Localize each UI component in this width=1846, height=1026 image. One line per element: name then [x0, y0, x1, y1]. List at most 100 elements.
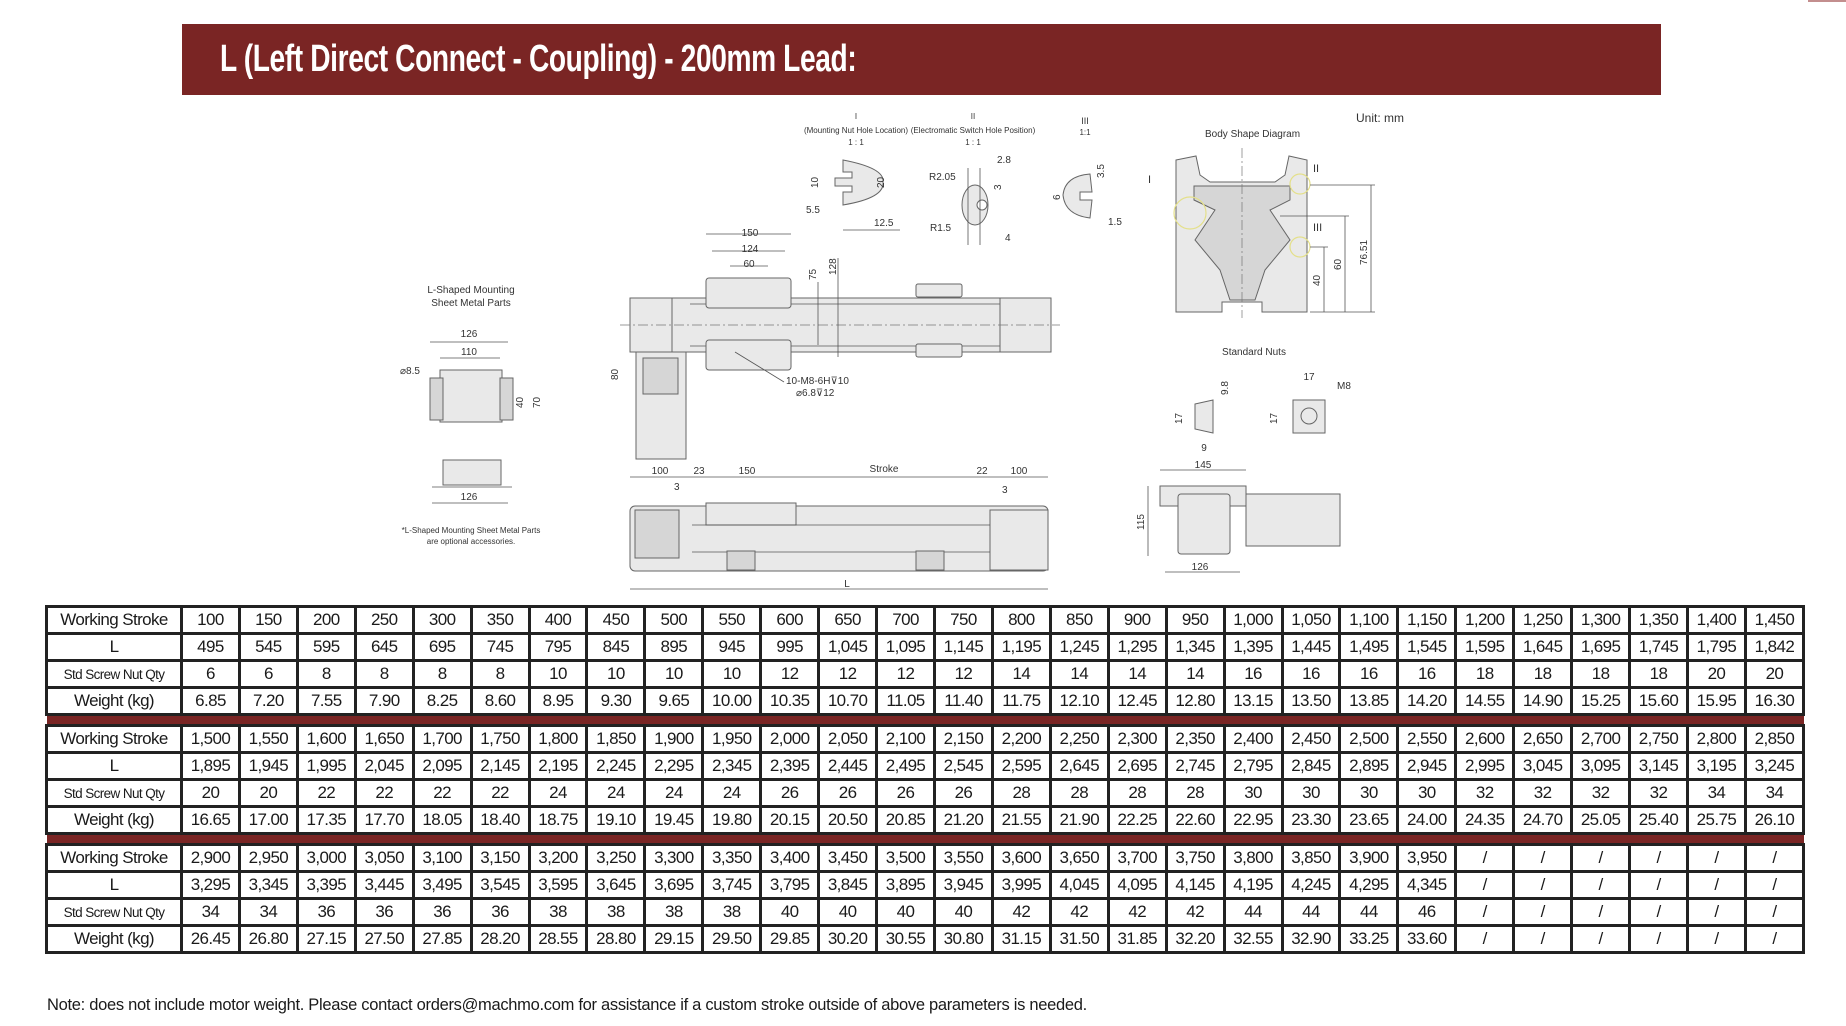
table-cell-length-l: 2,745: [1164, 751, 1226, 781]
table-cell-std-screw-nut-qty: 30: [1280, 778, 1342, 808]
side-view-dim-3-left: 3: [674, 482, 680, 493]
table-cell-weight-kg: 17.00: [237, 805, 299, 835]
top-view-dim-80: 80: [610, 368, 621, 380]
table-cell-weight-kg: 8.60: [469, 686, 531, 716]
l-bracket-hole-dim: ⌀8.5: [400, 366, 420, 377]
table-cell-std-screw-nut-qty: 36: [469, 897, 531, 927]
table-cell-std-screw-nut-qty: 8: [295, 659, 357, 689]
table-cell-length-l: 3,345: [237, 870, 299, 900]
table-cell-length-l: 595: [295, 632, 357, 662]
table-cell-length-l: 2,695: [1106, 751, 1168, 781]
table-cell-working-stroke: 2,350: [1164, 724, 1226, 754]
table-cell-weight-kg: 28.80: [585, 924, 647, 954]
table-cell-working-stroke: 3,650: [1048, 843, 1110, 873]
table-cell-weight-kg: 13.15: [1222, 686, 1284, 716]
table-cell-weight-kg: 17.70: [353, 805, 415, 835]
table-cell-weight-kg: 27.50: [353, 924, 415, 954]
block-separator: [46, 832, 1804, 846]
table-cell-length-l: 2,395: [759, 751, 821, 781]
table-cell-weight-kg: 24.00: [1396, 805, 1458, 835]
table-cell-weight-kg: 28.20: [469, 924, 531, 954]
table-cell-working-stroke: 2,500: [1338, 724, 1400, 754]
table-cell-std-screw-nut-qty: 38: [701, 897, 763, 927]
table-cell-weight-kg: 14.20: [1396, 686, 1458, 716]
table-cell-working-stroke: 3,050: [353, 843, 415, 873]
table-cell-weight-kg: 7.90: [353, 686, 415, 716]
table-cell-std-screw-nut-qty: 16: [1280, 659, 1342, 689]
table-cell-length-l: 895: [643, 632, 705, 662]
title-banner: L (Left Direct Connect - Coupling) - 200…: [182, 24, 1661, 95]
table-cell-weight-kg: 18.05: [411, 805, 473, 835]
table-cell-weight-kg: 7.20: [237, 686, 299, 716]
side-view-drawing: 100 23 150 Stroke 22 100 3 3 L: [629, 464, 1049, 590]
detail-i-dim-5-5: 5.5: [806, 205, 820, 216]
body-callout-ii: II: [1313, 163, 1319, 175]
table-cell-working-stroke: 1,250: [1512, 605, 1574, 635]
table-cell-length-l: 1,195: [990, 632, 1052, 662]
row-header: L: [45, 751, 183, 781]
l-bracket-dim-126-bottom: 126: [461, 492, 478, 503]
table-cell-weight-kg: 19.10: [585, 805, 647, 835]
table-cell-length-l: 1,345: [1164, 632, 1226, 662]
table-cell-std-screw-nut-qty: 10: [643, 659, 705, 689]
table-cell-working-stroke: 3,250: [585, 843, 647, 873]
table-cell-length-l: /: [1512, 870, 1574, 900]
table-cell-working-stroke: /: [1628, 843, 1689, 873]
table-cell-weight-kg: 19.45: [643, 805, 705, 835]
detail-i-dim-20: 20: [876, 176, 887, 188]
detail-ii-dim-r2-05: R2.05: [929, 172, 956, 183]
table-cell-weight-kg: 16.65: [180, 805, 241, 835]
table-cell-std-screw-nut-qty: 18: [1512, 659, 1574, 689]
table-cell-length-l: 3,695: [643, 870, 705, 900]
table-cell-weight-kg: 11.05: [875, 686, 936, 716]
table-cell-std-screw-nut-qty: 14: [1164, 659, 1226, 689]
table-cell-working-stroke: 3,350: [701, 843, 763, 873]
table-cell-weight-kg: 32.20: [1164, 924, 1226, 954]
table-cell-length-l: /: [1743, 870, 1806, 900]
table-cell-length-l: /: [1685, 870, 1747, 900]
table-cell-std-screw-nut-qty: 24: [643, 778, 705, 808]
table-cell-weight-kg: 26.45: [180, 924, 241, 954]
table-cell-std-screw-nut-qty: 38: [643, 897, 705, 927]
table-cell-working-stroke: 2,450: [1280, 724, 1342, 754]
table-cell-length-l: 3,145: [1628, 751, 1689, 781]
table-cell-working-stroke: 1,600: [295, 724, 357, 754]
table-cell-length-l: 1,445: [1280, 632, 1342, 662]
table-cell-std-screw-nut-qty: 42: [1106, 897, 1168, 927]
table-cell-working-stroke: 1,100: [1338, 605, 1400, 635]
table-cell-std-screw-nut-qty: 12: [817, 659, 879, 689]
detail-ii-dim-2-8: 2.8: [997, 155, 1011, 166]
table-cell-length-l: 4,195: [1222, 870, 1284, 900]
detail-i-label: I: [855, 112, 857, 121]
table-cell-std-screw-nut-qty: 20: [180, 778, 241, 808]
table-cell-std-screw-nut-qty: 40: [759, 897, 821, 927]
top-view-dim-124: 124: [742, 244, 759, 255]
standard-nuts-drawing: Standard Nuts 17 9.8 9 17 M8 17: [1174, 347, 1351, 454]
table-cell-std-screw-nut-qty: 24: [527, 778, 589, 808]
side-view-dim-23: 23: [693, 466, 705, 477]
table-cell-working-stroke: 3,100: [411, 843, 473, 873]
table-cell-weight-kg: 17.35: [295, 805, 357, 835]
table-cell-weight-kg: 11.75: [990, 686, 1052, 716]
detail-i-scale: 1 : 1: [848, 138, 864, 147]
nut-dim-17-top: 17: [1303, 372, 1315, 383]
table-cell-length-l: 3,595: [527, 870, 589, 900]
table-cell-weight-kg: 8.25: [411, 686, 473, 716]
table-cell-working-stroke: 650: [817, 605, 879, 635]
nut-dim-m8: M8: [1337, 381, 1351, 392]
table-cell-std-screw-nut-qty: 38: [527, 897, 589, 927]
table-cell-weight-kg: 21.20: [932, 805, 994, 835]
l-bracket-dim-110: 110: [461, 347, 477, 358]
table-cell-weight-kg: 20.15: [759, 805, 821, 835]
technical-drawing: Unit: mm Body Shape Diagram 76.51 60 40 …: [400, 111, 1404, 590]
table-cell-length-l: 645: [353, 632, 415, 662]
detail-iii-dim-1-5: 1.5: [1108, 217, 1122, 228]
table-cell-length-l: 3,245: [1743, 751, 1806, 781]
table-cell-working-stroke: 500: [643, 605, 705, 635]
table-cell-std-screw-nut-qty: 12: [759, 659, 821, 689]
corner-accent-line: [1808, 0, 1846, 2]
row-header: Std Screw Nut Qty: [45, 778, 183, 808]
block-separator: [46, 713, 1804, 727]
